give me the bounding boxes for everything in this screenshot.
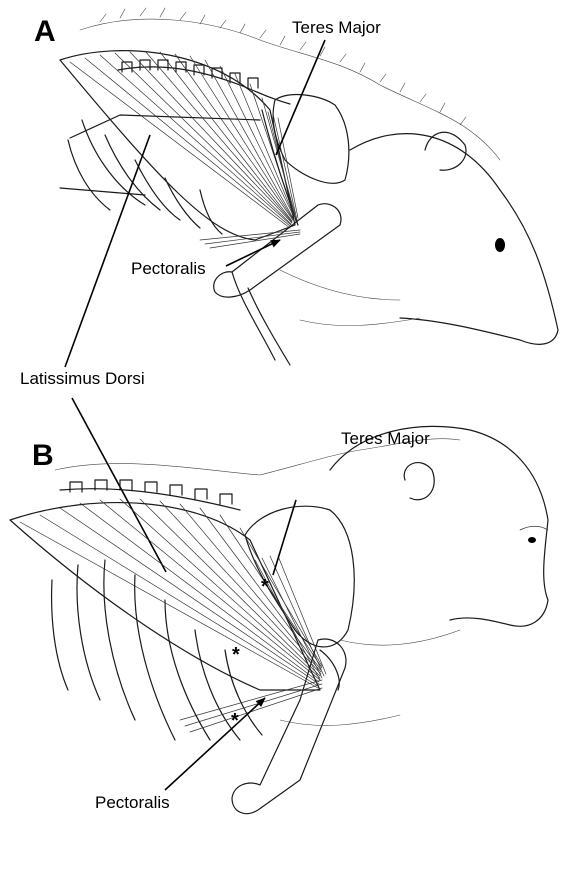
- pectoralis-leader-b: [165, 698, 265, 790]
- asterisk-marker-latissimus: *: [232, 644, 240, 666]
- asterisk-marker-teres: *: [261, 576, 269, 598]
- panel-b-illustration: [10, 426, 548, 813]
- asterisk-marker-pectoralis: *: [231, 710, 239, 732]
- panel-a-letter: A: [34, 15, 56, 48]
- pectoralis-label-b: Pectoralis: [95, 793, 170, 812]
- pectoralis-label-a: Pectoralis: [131, 259, 206, 278]
- latissimus-dorsi-label: Latissimus Dorsi: [20, 369, 145, 388]
- teres-major-label-a: Teres Major: [292, 18, 381, 37]
- panel-a-illustration: [60, 8, 558, 365]
- panel-b-letter: B: [32, 439, 54, 472]
- teres-major-label-b: Teres Major: [341, 429, 430, 448]
- latissimus-dorsi-leader-b: [72, 398, 166, 572]
